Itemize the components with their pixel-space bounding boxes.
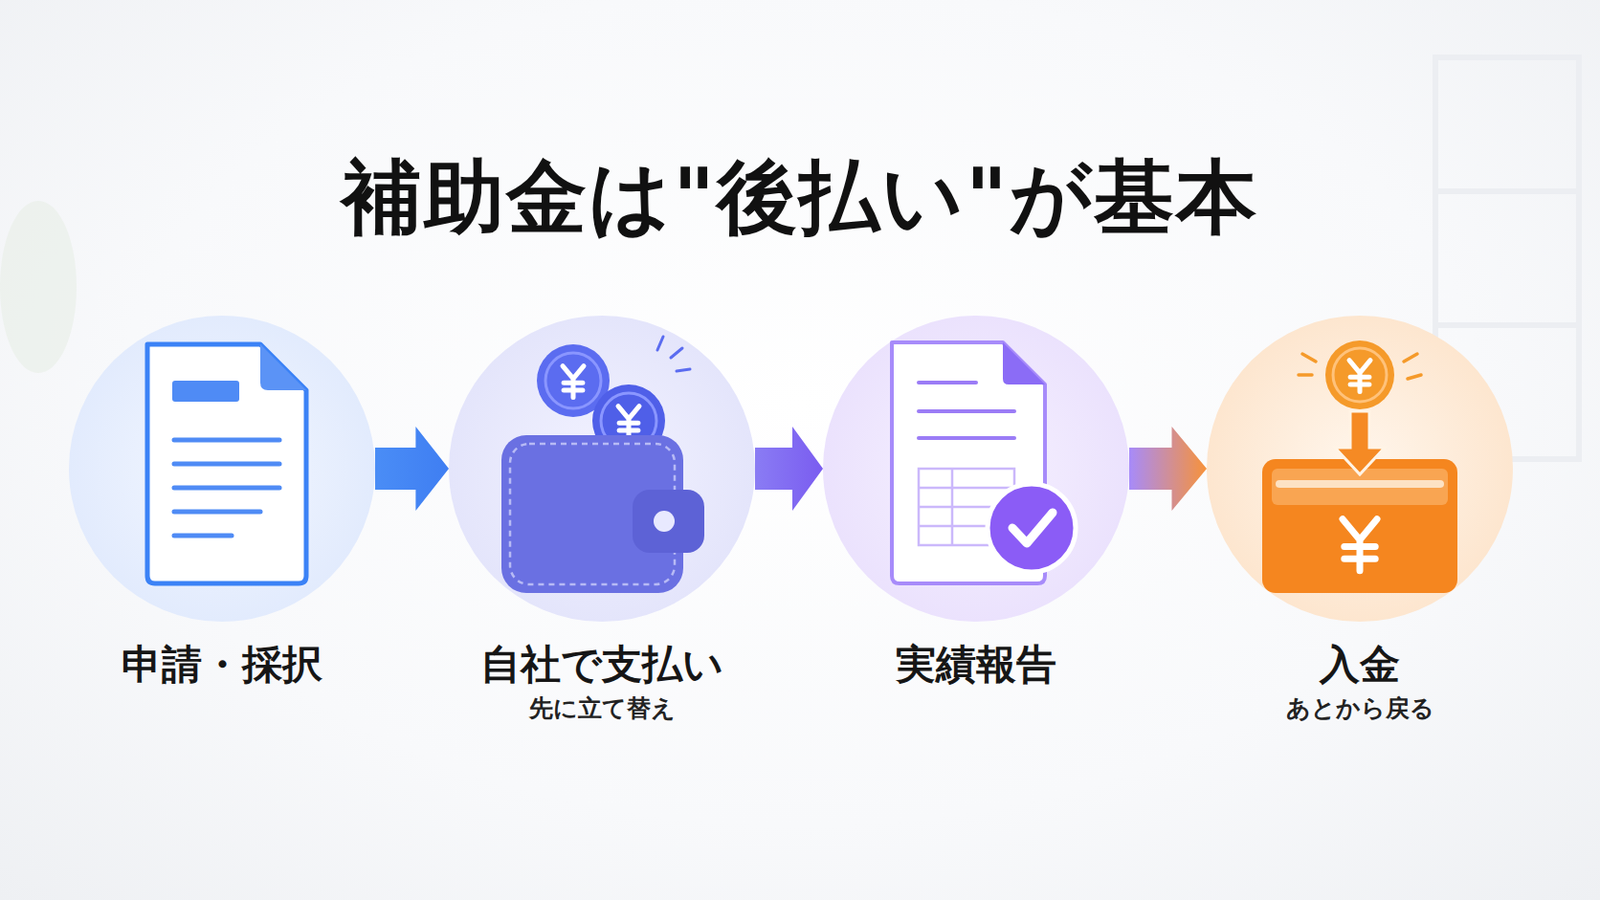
step-icon bbox=[68, 315, 376, 623]
step-note: あとから戻る bbox=[1206, 694, 1513, 724]
step-node: 入金あとから戻る bbox=[1206, 315, 1513, 724]
step-node: 申請・採択 bbox=[68, 315, 376, 689]
flow-arrow bbox=[1129, 426, 1207, 512]
flow-arrow bbox=[375, 426, 449, 512]
step-node: 実績報告 bbox=[822, 315, 1130, 689]
title: 補助金は"後払い"が基本 bbox=[0, 153, 1600, 242]
plant bbox=[0, 200, 77, 374]
step-label: 申請・採択 bbox=[68, 641, 376, 689]
step-note: 先に立て替え bbox=[448, 694, 756, 724]
step-label: 自社で支払い bbox=[448, 641, 756, 689]
step-icon bbox=[822, 315, 1130, 623]
flow-arrow bbox=[755, 426, 823, 512]
step-icon bbox=[448, 315, 756, 623]
step-label: 入金 bbox=[1206, 641, 1513, 689]
step-label: 実績報告 bbox=[822, 641, 1130, 689]
step-icon bbox=[1206, 315, 1513, 623]
step-node: 自社で支払い先に立て替え bbox=[448, 315, 756, 724]
